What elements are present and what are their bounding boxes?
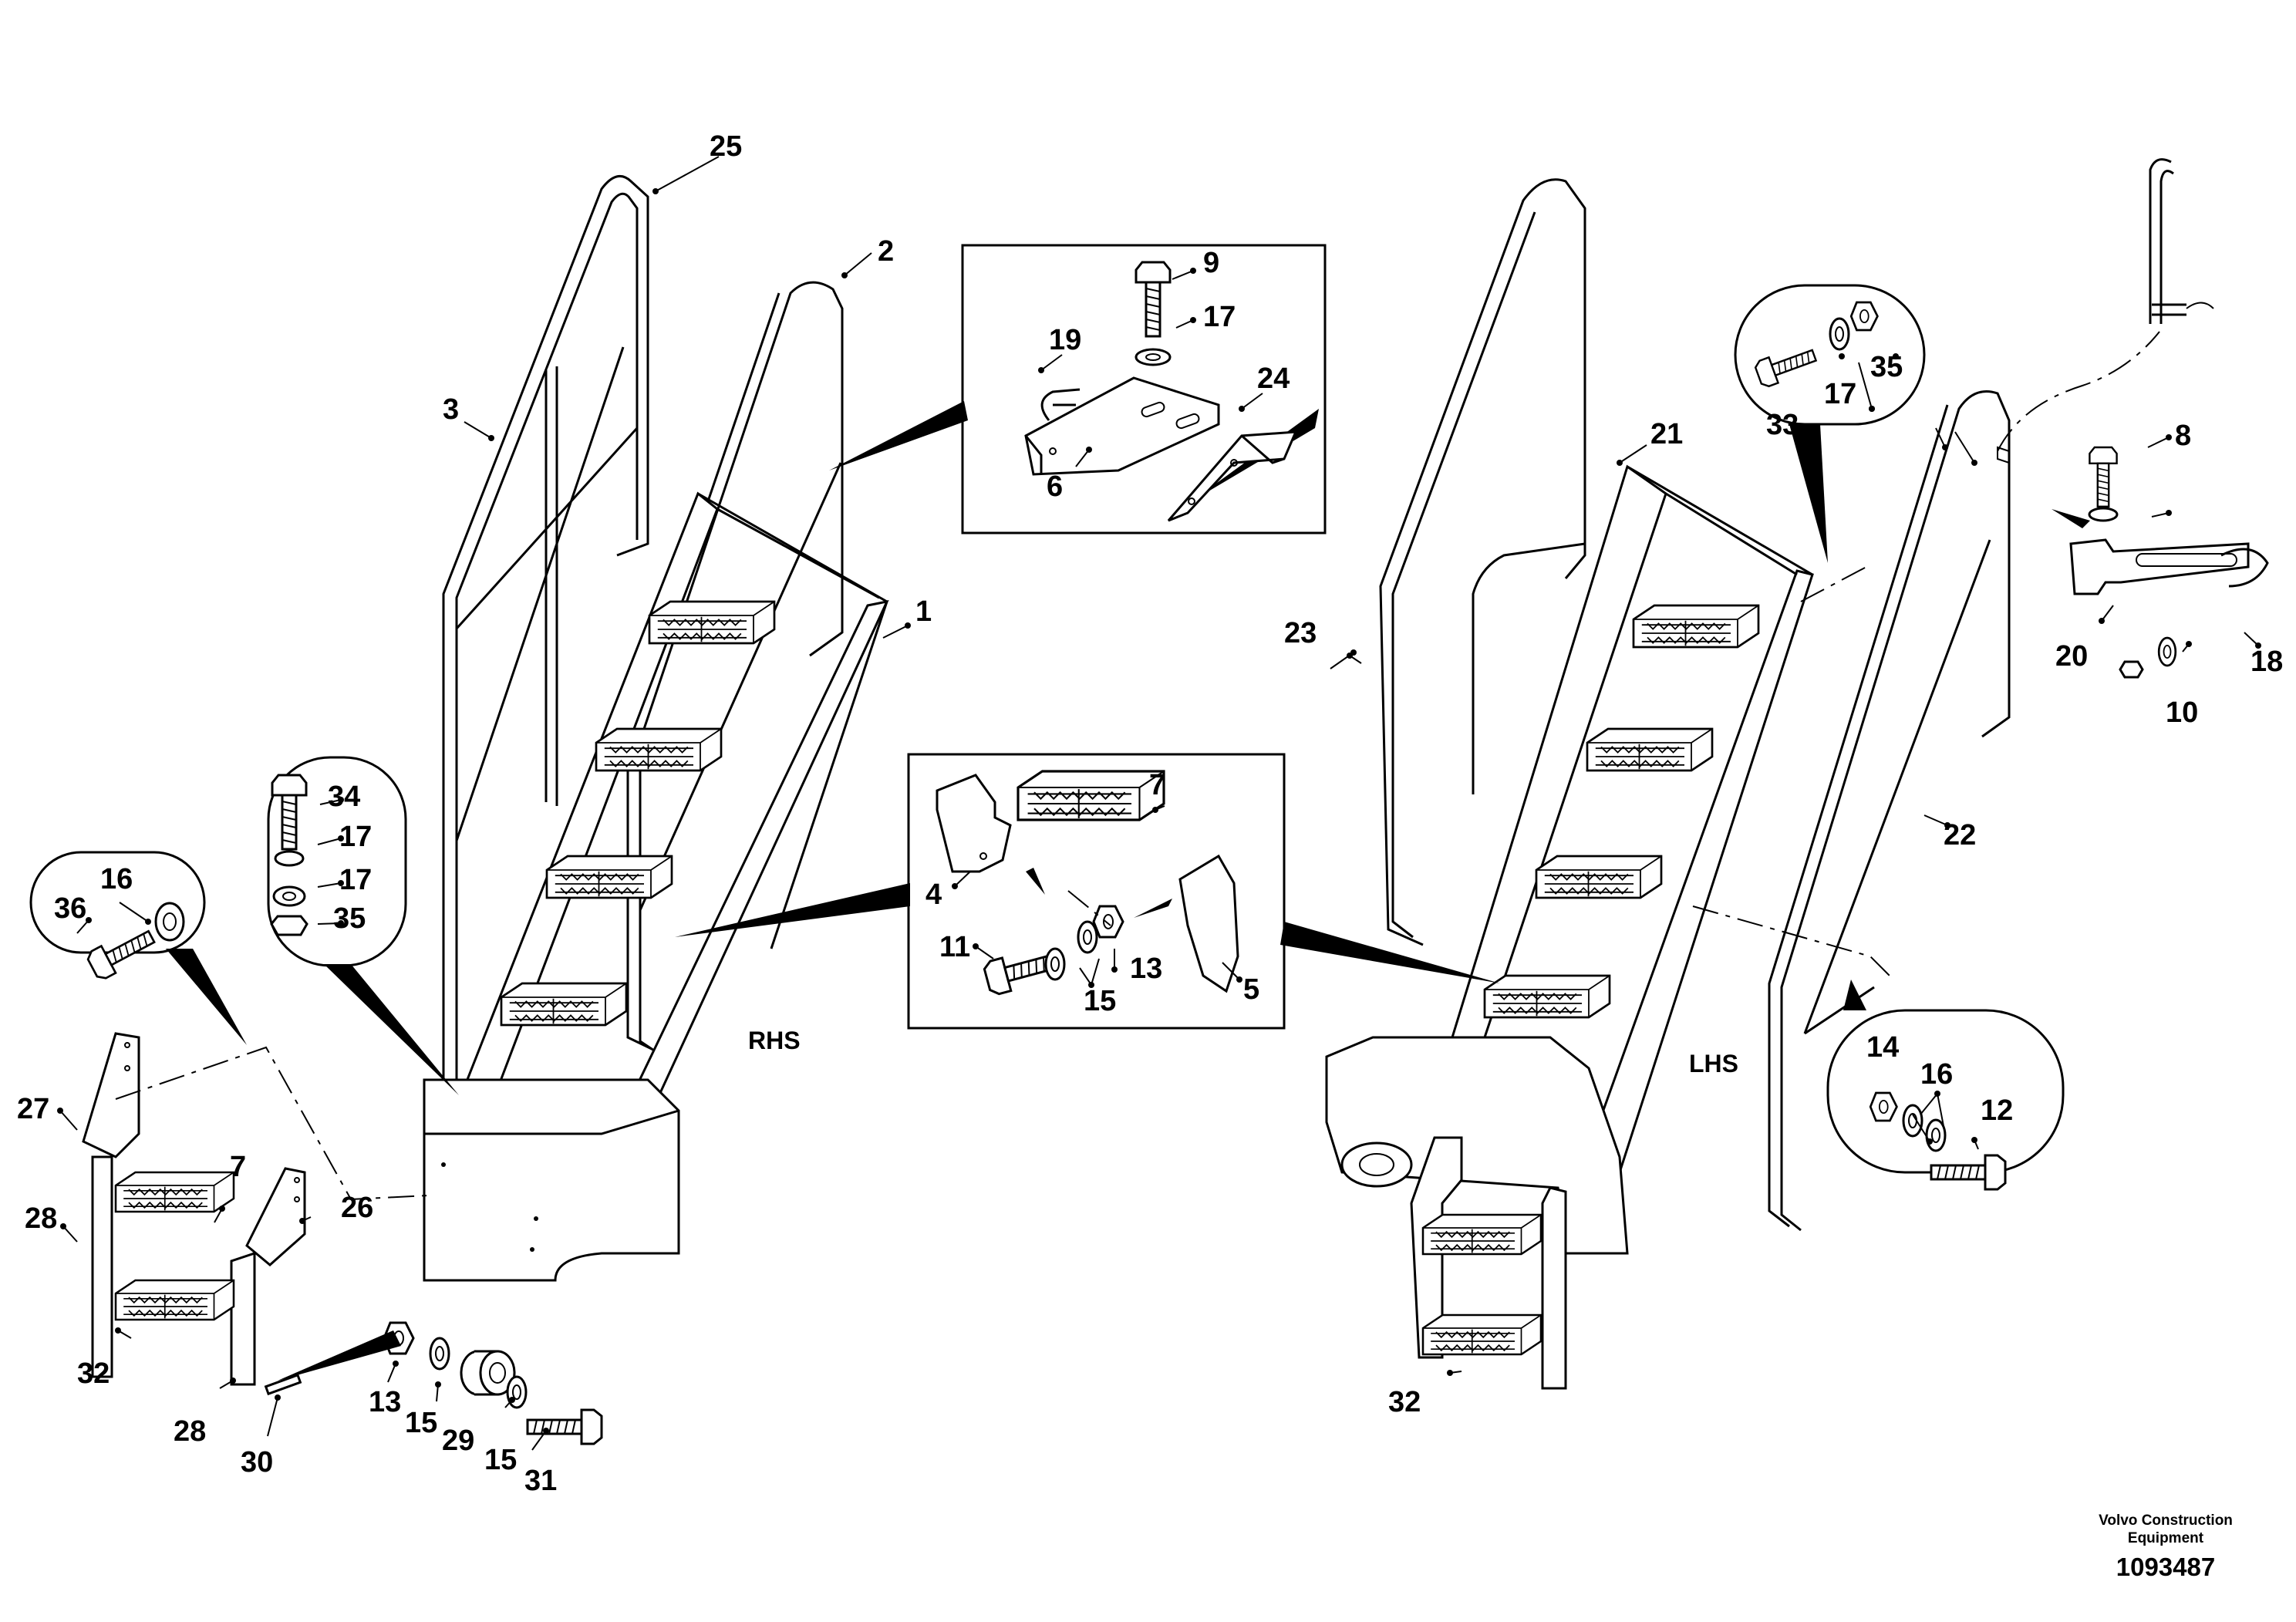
balloon-detail-33 xyxy=(1734,284,1926,563)
callout-16a: 16 xyxy=(100,863,133,895)
callout-7b: 7 xyxy=(230,1151,246,1183)
callout-7a: 7 xyxy=(1149,769,1165,801)
callout-13b: 13 xyxy=(369,1386,401,1418)
callout-4: 4 xyxy=(925,878,942,911)
handrail-front-lhs xyxy=(1780,390,2011,1232)
callout-32a: 32 xyxy=(77,1357,110,1390)
callout-dots xyxy=(57,188,2261,1434)
callout-36: 36 xyxy=(54,892,86,925)
callout-14: 14 xyxy=(1866,1031,1899,1064)
callout-15a: 15 xyxy=(1084,985,1116,1017)
callout-34: 34 xyxy=(328,781,360,813)
callout-19: 19 xyxy=(1049,324,1081,356)
callout-31: 31 xyxy=(524,1465,557,1497)
base-block-lhs xyxy=(1325,1036,1629,1255)
callout-27: 27 xyxy=(17,1093,49,1125)
footer: Volvo Construction Equipment 1093487 xyxy=(2099,1512,2233,1581)
callout-2: 2 xyxy=(878,235,894,268)
callout-5: 5 xyxy=(1243,973,1259,1006)
rhs-stair-assembly: RHS xyxy=(423,174,889,1282)
callout-24: 24 xyxy=(1257,363,1290,395)
brand-line-1: Volvo Construction xyxy=(2099,1512,2233,1529)
callout-23: 23 xyxy=(1284,617,1317,649)
callout-12: 12 xyxy=(1981,1094,2013,1127)
callout-26: 26 xyxy=(341,1192,373,1224)
callout-10: 10 xyxy=(2166,696,2198,729)
callout-15c: 15 xyxy=(484,1444,517,1476)
callout-17a: 17 xyxy=(1203,301,1236,333)
callout-15b: 15 xyxy=(405,1407,437,1439)
handrail-rear-lhs xyxy=(1379,178,1586,946)
brand-line-2: Equipment xyxy=(2128,1530,2204,1546)
lhs-stair-assembly: LHS xyxy=(1325,178,2011,1390)
callout-labels: 25 2 3 1 9 17 19 24 6 23 21 33 17 35 8 2… xyxy=(17,130,2283,1497)
callout-13a: 13 xyxy=(1130,953,1162,985)
leader-lines xyxy=(59,156,2259,1451)
callout-18: 18 xyxy=(2250,646,2283,678)
callout-3: 3 xyxy=(443,393,459,426)
callout-29: 29 xyxy=(442,1425,474,1457)
callout-28b: 28 xyxy=(174,1415,206,1448)
callout-22: 22 xyxy=(1944,819,1976,851)
side-label-lhs: LHS xyxy=(1689,1050,1738,1077)
clamp-detail xyxy=(1997,158,2269,679)
handrail-outer-rhs xyxy=(442,174,649,1115)
bottom-step-rhs-detail xyxy=(82,1032,603,1445)
base-block-rhs xyxy=(423,1078,680,1282)
callout-1: 1 xyxy=(915,595,932,628)
callout-9: 9 xyxy=(1203,247,1219,279)
part-number: 1093487 xyxy=(2116,1553,2215,1581)
callout-21: 21 xyxy=(1650,418,1683,450)
callout-32b: 32 xyxy=(1388,1386,1421,1418)
callout-20: 20 xyxy=(2055,640,2088,673)
balloon-detail-36 xyxy=(29,851,247,1045)
bottom-step-lhs xyxy=(1410,1136,1567,1390)
handrail-inner-rhs xyxy=(639,281,844,1058)
callout-11: 11 xyxy=(939,931,970,963)
balloon-detail-34 xyxy=(267,756,459,1095)
side-label-rhs: RHS xyxy=(748,1027,801,1054)
detail-box-brackets xyxy=(829,244,1327,534)
callout-8: 8 xyxy=(2175,420,2191,452)
callout-17c: 17 xyxy=(339,821,372,853)
callout-17d: 17 xyxy=(339,864,372,896)
balloon-detail-14 xyxy=(1826,980,2065,1191)
callout-6: 6 xyxy=(1047,470,1063,503)
callout-16b: 16 xyxy=(1920,1058,1953,1091)
callout-25: 25 xyxy=(710,130,742,163)
callout-35b: 35 xyxy=(333,902,366,935)
callout-33: 33 xyxy=(1766,409,1799,441)
callout-28a: 28 xyxy=(25,1202,57,1235)
callout-30: 30 xyxy=(241,1446,273,1479)
detail-box-tread-mount xyxy=(675,753,1500,1030)
callout-17b: 17 xyxy=(1824,378,1856,410)
callout-35a: 35 xyxy=(1870,351,1903,383)
